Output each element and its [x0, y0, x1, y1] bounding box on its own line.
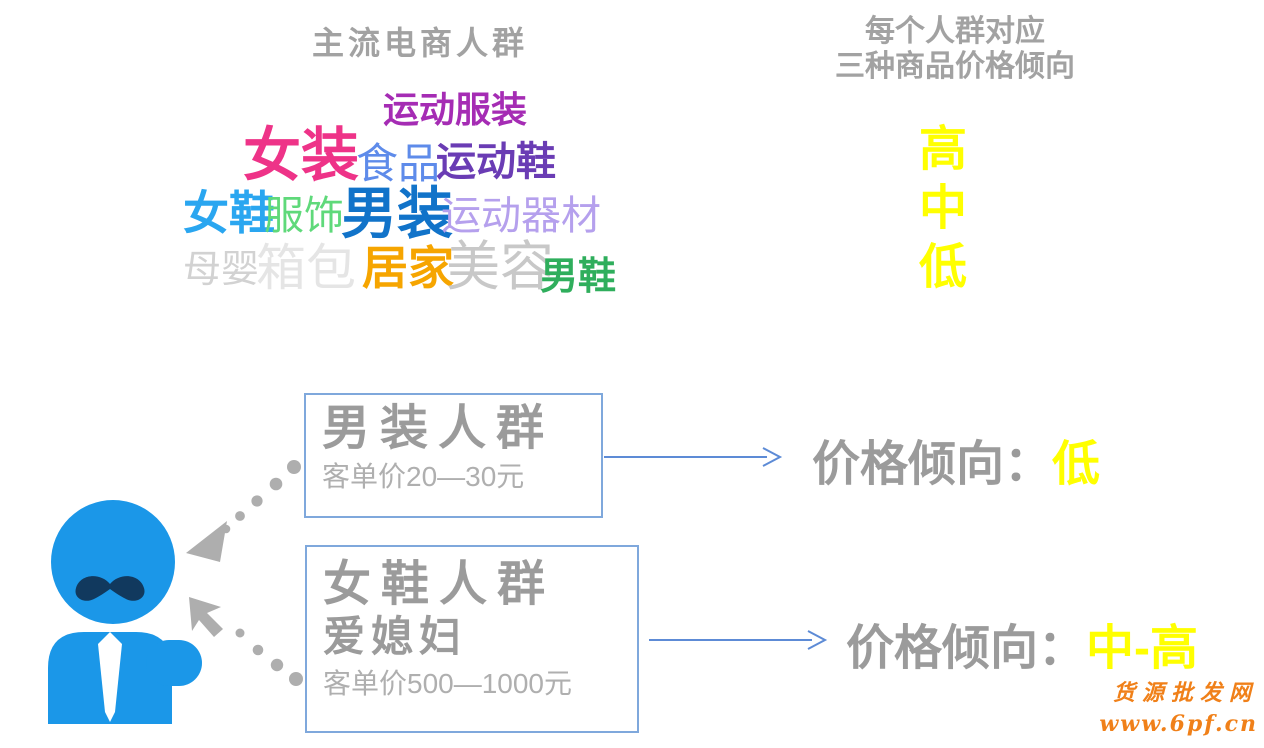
womens-shoes-price-tendency: 价格倾向：中-高	[846, 608, 1198, 678]
menswear-group-price: 客单价20—30元	[322, 461, 525, 493]
watermark: 货源批发网 www.6pf.cn	[1099, 678, 1258, 740]
cloud-word: 食品	[356, 140, 441, 187]
cloud-word: 男鞋	[540, 256, 617, 298]
cloud-word: 母婴	[183, 249, 260, 291]
left-heading: 主流电商人群	[311, 25, 528, 61]
cloud-word: 女装	[243, 123, 360, 188]
dotted-arrows-icon	[186, 460, 303, 686]
womens-shoes-group-tag: 爱媳妇	[323, 613, 468, 661]
arrow-right-icon	[649, 630, 828, 650]
arrow-right-icon	[604, 447, 783, 467]
price-level-mid: 中	[918, 182, 967, 235]
watermark-url: www.6pf.cn	[1099, 711, 1258, 737]
businessman-icon	[48, 500, 202, 724]
cloud-word: 男装	[341, 182, 453, 245]
price-level-low: 低	[918, 241, 967, 294]
cloud-word: 女鞋	[183, 187, 275, 239]
menswear-group-title: 男装人群	[322, 402, 555, 455]
right-heading-line1: 每个人群对应	[865, 15, 1045, 48]
cloud-word: 运动器材	[441, 194, 601, 238]
tendency-value: 低	[1052, 438, 1101, 491]
price-levels: 高 中 低	[878, 120, 1008, 297]
cloud-word: 居家	[362, 242, 454, 294]
watermark-site-name: 货源批发网	[1112, 680, 1258, 706]
price-level-high: 高	[918, 123, 967, 176]
cloud-word: 运动鞋	[436, 140, 556, 184]
cloud-word: 美容	[446, 237, 554, 297]
cloud-word: 箱包	[256, 240, 356, 296]
tie-icon	[98, 632, 122, 722]
menswear-group-box: 男装人群 客单价20—30元	[304, 393, 603, 518]
womens-shoes-group-price: 客单价500—1000元	[323, 667, 573, 699]
word-cloud: 运动服装女装食品运动鞋女鞋服饰男装运动器材母婴箱包居家美容男鞋	[0, 0, 1264, 340]
womens-shoes-group-box: 女鞋人群 爱媳妇 客单价500—1000元	[305, 545, 639, 733]
womens-shoes-group-title: 女鞋人群	[323, 558, 556, 611]
tendency-label: 价格倾向：	[812, 438, 1053, 491]
right-heading: 每个人群对应 三种商品价格倾向	[782, 14, 1128, 84]
cloud-word: 运动服装	[383, 89, 528, 130]
tendency-value: 中-高	[1086, 622, 1199, 675]
menswear-price-tendency: 价格倾向：低	[812, 424, 1100, 494]
tendency-label: 价格倾向：	[846, 622, 1087, 675]
cloud-word: 服饰	[264, 194, 344, 238]
mustache-icon	[75, 576, 145, 601]
right-heading-line2: 三种商品价格倾向	[835, 50, 1075, 83]
